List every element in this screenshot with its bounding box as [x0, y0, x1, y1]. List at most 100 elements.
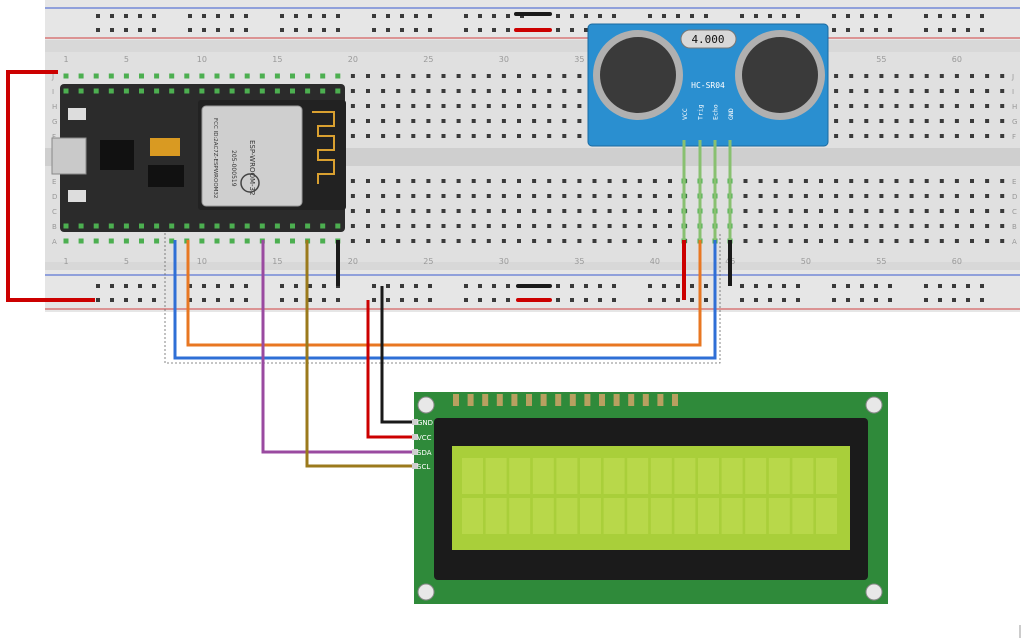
breadboard-hole [471, 74, 476, 78]
lcd-char-cell [721, 498, 743, 534]
breadboard-hole [782, 284, 786, 288]
breadboard-hole [980, 14, 984, 18]
breadboard-hole [704, 298, 708, 302]
breadboard-hole [322, 298, 326, 302]
breadboard-hole [110, 298, 114, 302]
column-number-top: 10 [197, 55, 207, 64]
esp32-pin [154, 238, 160, 244]
breadboard-hole [556, 284, 560, 288]
breadboard-hole [386, 28, 390, 32]
breadboard-hole [366, 134, 370, 138]
breadboard-hole [396, 104, 401, 108]
module-name-text: ESP-WROOM-32 [248, 140, 256, 195]
breadboard-hole [441, 224, 446, 228]
breadboard-hole [501, 194, 506, 198]
breadboard-hole [366, 239, 370, 243]
breadboard-hole [966, 14, 970, 18]
breadboard-hole [894, 224, 899, 228]
breadboard-hole [577, 104, 582, 108]
breadboard-hole [492, 14, 496, 18]
lcd-header-pin [599, 394, 605, 406]
lcd-char-cell [816, 458, 837, 494]
lcd-header-pin [540, 394, 547, 406]
breadboard-hole [350, 179, 355, 183]
breadboard-hole [788, 209, 793, 213]
lcd-char-cell [603, 458, 625, 494]
breadboard-hole [985, 74, 990, 78]
breadboard-hole [577, 119, 582, 123]
breadboard-hole [924, 284, 928, 288]
sensor-model-text: HC-SR04 [691, 81, 725, 90]
breadboard-hole [970, 119, 974, 123]
row-letter: H [1012, 103, 1017, 111]
breadboard-hole [486, 89, 491, 93]
breadboard-hole [532, 89, 537, 93]
breadboard-hole [860, 298, 864, 302]
esp32-pin [320, 223, 326, 229]
row-letter: A [52, 238, 57, 246]
breadboard-hole [879, 239, 884, 243]
breadboard-hole [637, 239, 642, 243]
breadboard-hole [517, 89, 521, 93]
breadboard-hole [492, 298, 496, 302]
breadboard-hole [517, 104, 521, 108]
column-number-top: 55 [876, 55, 886, 64]
breadboard-hole [570, 298, 574, 302]
breadboard-hole [834, 224, 839, 228]
esp32-pin [199, 238, 205, 244]
column-number-top: 15 [272, 55, 282, 64]
breadboard-hole [152, 28, 156, 32]
esp32-pin [305, 73, 311, 79]
breadboard-hole [788, 194, 793, 198]
breadboard-hole [138, 28, 142, 32]
breadboard-hole [980, 284, 984, 288]
breadboard-hole [985, 89, 990, 93]
column-number-bottom: 20 [348, 257, 358, 266]
breadboard-hole [803, 224, 808, 228]
breadboard-hole [471, 194, 476, 198]
breadboard-hole [584, 28, 588, 32]
breadboard-hole [879, 224, 884, 228]
lcd-char-cell [556, 458, 578, 494]
breadboard-hole [834, 74, 839, 78]
breadboard-hole [152, 14, 156, 18]
breadboard-hole [381, 74, 386, 78]
breadboard-hole [648, 298, 652, 302]
breadboard-hole [740, 284, 744, 288]
breadboard-hole [517, 194, 521, 198]
breadboard-hole [860, 284, 864, 288]
esp32-pin [244, 223, 250, 229]
breadboard-hole [690, 14, 694, 18]
mount-hole-br [865, 583, 883, 601]
esp32-pin [93, 88, 99, 94]
breadboard-hole [532, 194, 537, 198]
breadboard-hole [860, 28, 864, 32]
breadboard-hole [556, 28, 560, 32]
breadboard-hole [652, 239, 657, 243]
breadboard-hole [426, 194, 431, 198]
breadboard-hole [532, 104, 537, 108]
breadboard-hole [888, 14, 892, 18]
breadboard-hole [909, 134, 914, 138]
breadboard-hole [743, 194, 748, 198]
breadboard-hole [768, 298, 772, 302]
breadboard-hole [350, 209, 355, 213]
breadboard-hole [441, 119, 446, 123]
breadboard-hole [966, 298, 970, 302]
breadboard-hole [592, 209, 597, 213]
breadboard-hole [676, 298, 680, 302]
breadboard-hole [428, 284, 432, 288]
breadboard-hole [985, 119, 990, 123]
breadboard-hole [584, 14, 588, 18]
breadboard-hole [788, 179, 793, 183]
breadboard-hole [396, 209, 401, 213]
lcd-char-cell [485, 498, 507, 534]
breadboard-hole [336, 14, 340, 18]
breadboard-hole [517, 119, 521, 123]
breadboard-hole [456, 134, 461, 138]
breadboard-hole [501, 134, 506, 138]
breadboard-hole [1000, 74, 1005, 78]
row-letter: I [1012, 88, 1014, 96]
breadboard-hole [517, 209, 521, 213]
breadboard-hole [938, 28, 942, 32]
